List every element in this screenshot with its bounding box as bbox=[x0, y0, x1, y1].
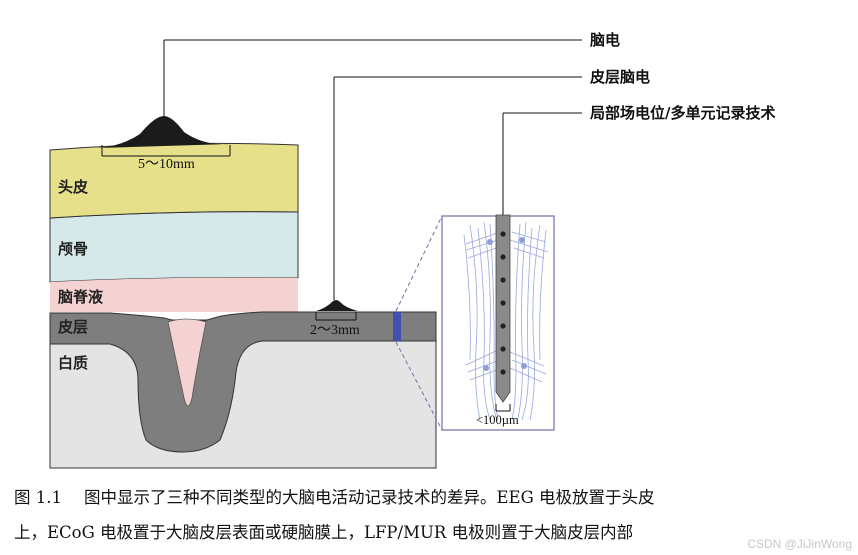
eeg-dimension-label: 5～10mm bbox=[138, 157, 195, 172]
white-matter-label: 白质 bbox=[58, 354, 88, 372]
eeg-electrode-icon bbox=[98, 116, 230, 148]
watermark: CSDN @JiJinWong bbox=[747, 537, 852, 551]
ecog-electrode-icon bbox=[316, 300, 358, 311]
probe-insertion-site bbox=[393, 312, 401, 341]
lfp-mur-label: 局部场电位/多单元记录技术 bbox=[589, 104, 775, 122]
csf-layer bbox=[50, 277, 298, 312]
probe-recording-sites bbox=[500, 231, 506, 375]
caption-line-2: 上，ECoG 电极置于大脑皮层表面或硬脑膜上，LFP/MUR 电极则置于大脑皮层… bbox=[14, 519, 633, 543]
scalp-label: 头皮 bbox=[58, 178, 88, 196]
ecog-dimension-label: 2～3mm bbox=[310, 323, 360, 338]
cortex-label: 皮层 bbox=[58, 318, 88, 336]
eeg-label: 脑电 bbox=[590, 31, 620, 49]
eeg-dimension-bracket bbox=[101, 145, 231, 157]
zoom-line-bottom bbox=[395, 341, 443, 431]
probe-dimension-bracket bbox=[495, 404, 511, 412]
figure-number: 图 1.1 bbox=[14, 488, 62, 507]
skull-label: 颅骨 bbox=[58, 240, 88, 258]
ecog-label: 皮层脑电 bbox=[590, 68, 650, 86]
caption-line-1: 图 1.1 图中显示了三种不同类型的大脑电活动记录技术的差异。EEG 电极放置于头… bbox=[14, 484, 655, 508]
csf-label: 脑脊液 bbox=[58, 288, 104, 306]
caption-text-1: 图中显示了三种不同类型的大脑电活动记录技术的差异。EEG 电极放置于头皮 bbox=[84, 488, 655, 507]
neuron-somata bbox=[483, 237, 527, 371]
sulcus-csf bbox=[167, 318, 207, 407]
caption-text-2: 上，ECoG 电极置于大脑皮层表面或硬脑膜上，LFP/MUR 电极则置于大脑皮层… bbox=[14, 523, 634, 542]
probe-dimension-label: <100µm bbox=[476, 413, 519, 427]
ecog-dimension-bracket bbox=[315, 312, 357, 321]
zoom-line-top bbox=[395, 215, 443, 312]
probe-shank-icon bbox=[495, 214, 511, 403]
neuron-fibers bbox=[463, 221, 549, 421]
